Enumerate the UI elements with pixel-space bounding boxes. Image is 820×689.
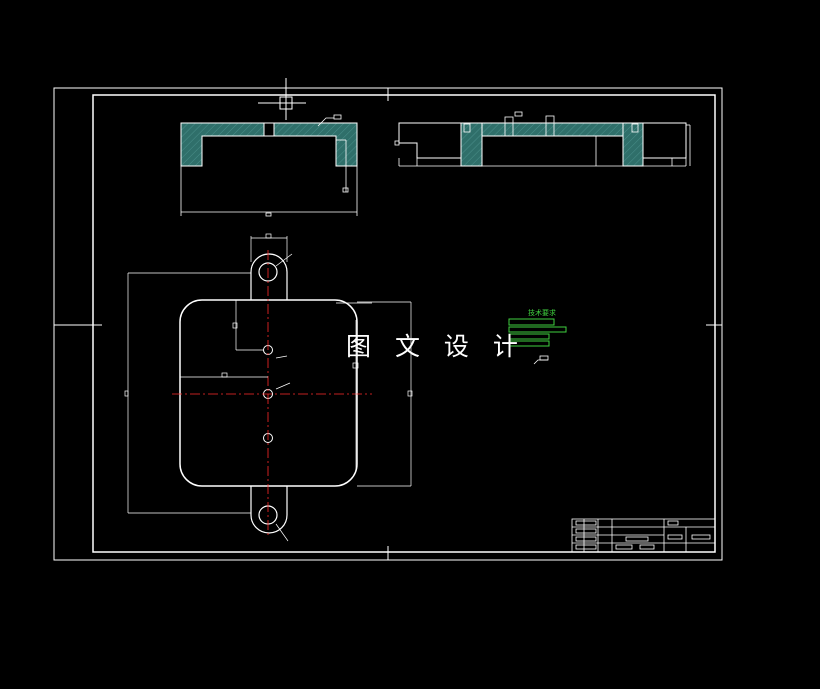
- drawing-frame: [53, 87, 723, 561]
- front-section-hatch: [180, 122, 358, 167]
- tech-requirements-title: 技术要求: [528, 308, 556, 317]
- main-plate: [179, 299, 358, 487]
- plan-view: [124, 233, 413, 542]
- inner-border: [92, 94, 716, 553]
- front-section-view: [180, 114, 358, 217]
- crosshair-icon: [258, 78, 306, 120]
- top-lug: [250, 253, 288, 300]
- side-section-view: [394, 111, 691, 167]
- tech-requirements: 技术要求: [508, 308, 567, 365]
- outer-border: [53, 87, 723, 561]
- front-section-slot: [263, 122, 275, 137]
- watermark-text: 图 文 设 计: [346, 332, 526, 361]
- side-section-hatch-right: [622, 122, 644, 167]
- bottom-lug: [250, 486, 288, 534]
- center-lines: [172, 250, 372, 535]
- title-block: [571, 518, 716, 553]
- side-section-hatch-top: [481, 122, 624, 137]
- dimension-lines: [124, 233, 413, 542]
- tech-requirements-lines: [508, 318, 567, 347]
- side-section-right-wall: [643, 122, 687, 159]
